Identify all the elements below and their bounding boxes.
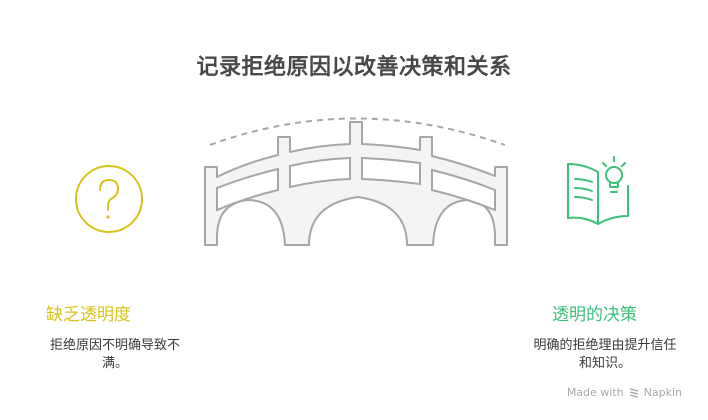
napkin-logo-icon xyxy=(629,387,638,398)
left-description: 拒绝原因不明确导致不满。 xyxy=(49,338,180,371)
footer-label: Made with xyxy=(566,386,624,399)
question-circle-icon xyxy=(75,165,143,233)
footer-branding[interactable]: Made with Napkin xyxy=(567,386,682,399)
right-title: 透明的决策 xyxy=(552,305,637,325)
bridge-icon xyxy=(204,117,508,246)
page-title: 记录拒绝原因以改善决策和关系 xyxy=(196,55,512,80)
left-title: 缺乏透明度 xyxy=(46,305,131,325)
right-description: 明确的拒绝理由提升信任和知识。 xyxy=(533,338,677,371)
footer-brand: Napkin xyxy=(643,386,682,399)
book-lightbulb-icon xyxy=(567,156,629,225)
